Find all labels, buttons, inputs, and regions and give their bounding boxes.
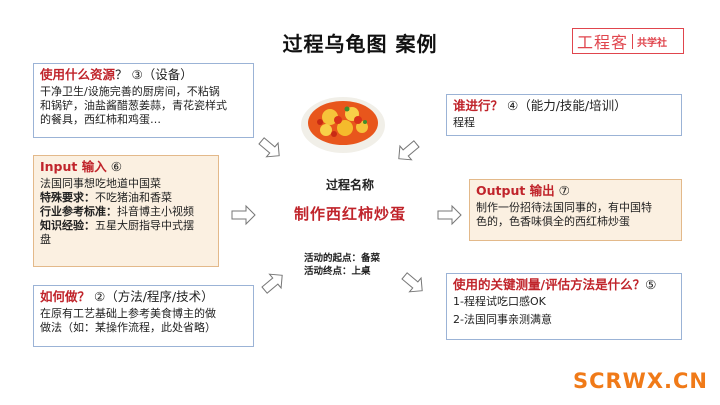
input-line: 盘	[40, 233, 51, 246]
measure-box: 使用的关键测量/评估方法是什么？⑤ 1-程程试吃口感OK 2-法国同事亲测满意	[446, 273, 682, 340]
activity-start: 活动的起点：备菜	[304, 253, 381, 264]
logo-main-text: 工程客	[577, 33, 629, 52]
how-box: 如何做？ ②（方法/程序/技术） 在原有工艺基础上参考美食博主的做 做法（如：某…	[33, 285, 254, 347]
arrow-right-icon	[258, 137, 280, 158]
output-line: 制作一份招待法国同事的，有中国特	[476, 201, 652, 214]
logo-divider	[632, 33, 634, 49]
arrow-right-icon	[231, 204, 256, 226]
activity-end: 活动终点：上桌	[304, 266, 371, 277]
arrow-right-icon	[398, 140, 420, 161]
arrow-right-icon	[401, 272, 423, 293]
input-item-special: 特殊要求：不吃猪油和香菜	[40, 191, 172, 204]
how-heading: 如何做？ ②（方法/程序/技术）	[40, 289, 214, 304]
output-line: 色的，色香味俱全的西红柿炒蛋	[476, 215, 630, 228]
who-body: 程程	[453, 116, 475, 129]
site-watermark: SCRWX.CN	[572, 369, 708, 393]
resources-box: 使用什么资源？ ③（设备） 干净卫生/设施完善的厨房间，不粘锅 和锅铲，油盐酱醋…	[33, 63, 254, 138]
input-heading: Input 输入 ⑥	[40, 159, 122, 174]
dish-image	[301, 97, 385, 153]
output-heading: Output 输出 ⑦	[476, 183, 570, 198]
how-line: 做法（如：某操作流程，此处省略）	[40, 321, 216, 334]
measure-line: 1-程程试吃口感OK	[453, 295, 546, 308]
input-line: 法国同事想吃地道中国菜	[40, 177, 161, 190]
logo-sub-text: 共学社	[637, 37, 668, 49]
input-item-experience: 知识经验：五星大厨指导中式摆	[40, 219, 194, 232]
input-box: Input 输入 ⑥ 法国同事想吃地道中国菜 特殊要求：不吃猪油和香菜 行业参考…	[33, 155, 219, 267]
who-heading: 谁进行？ ④（能力/技能/培训）	[453, 98, 627, 113]
input-item-standard: 行业参考标准：抖音博主小视频	[40, 205, 194, 218]
page-title: 过程乌龟图 案例	[282, 32, 438, 56]
measure-heading: 使用的关键测量/评估方法是什么？⑤	[453, 277, 657, 292]
arrow-right-icon	[437, 204, 462, 226]
resources-heading: 使用什么资源？ ③（设备）	[40, 67, 193, 82]
process-label: 过程名称	[325, 178, 374, 192]
output-box: Output 输出 ⑦ 制作一份招待法国同事的，有中国特 色的，色香味俱全的西红…	[469, 179, 682, 241]
measure-line: 2-法国同事亲测满意	[453, 313, 552, 326]
resources-line: 和锅铲，油盐酱醋葱姜蒜，青花瓷样式	[40, 99, 227, 112]
how-line: 在原有工艺基础上参考美食博主的做	[40, 307, 216, 320]
process-name: 制作西红柿炒蛋	[293, 205, 406, 223]
brand-logo: 工程客 共学社	[572, 28, 684, 54]
arrow-right-icon	[261, 273, 283, 294]
who-box: 谁进行？ ④（能力/技能/培训） 程程	[446, 94, 682, 136]
resources-line: 的餐具，西红柿和鸡蛋…	[40, 113, 161, 126]
resources-line: 干净卫生/设施完善的厨房间，不粘锅	[40, 85, 220, 98]
